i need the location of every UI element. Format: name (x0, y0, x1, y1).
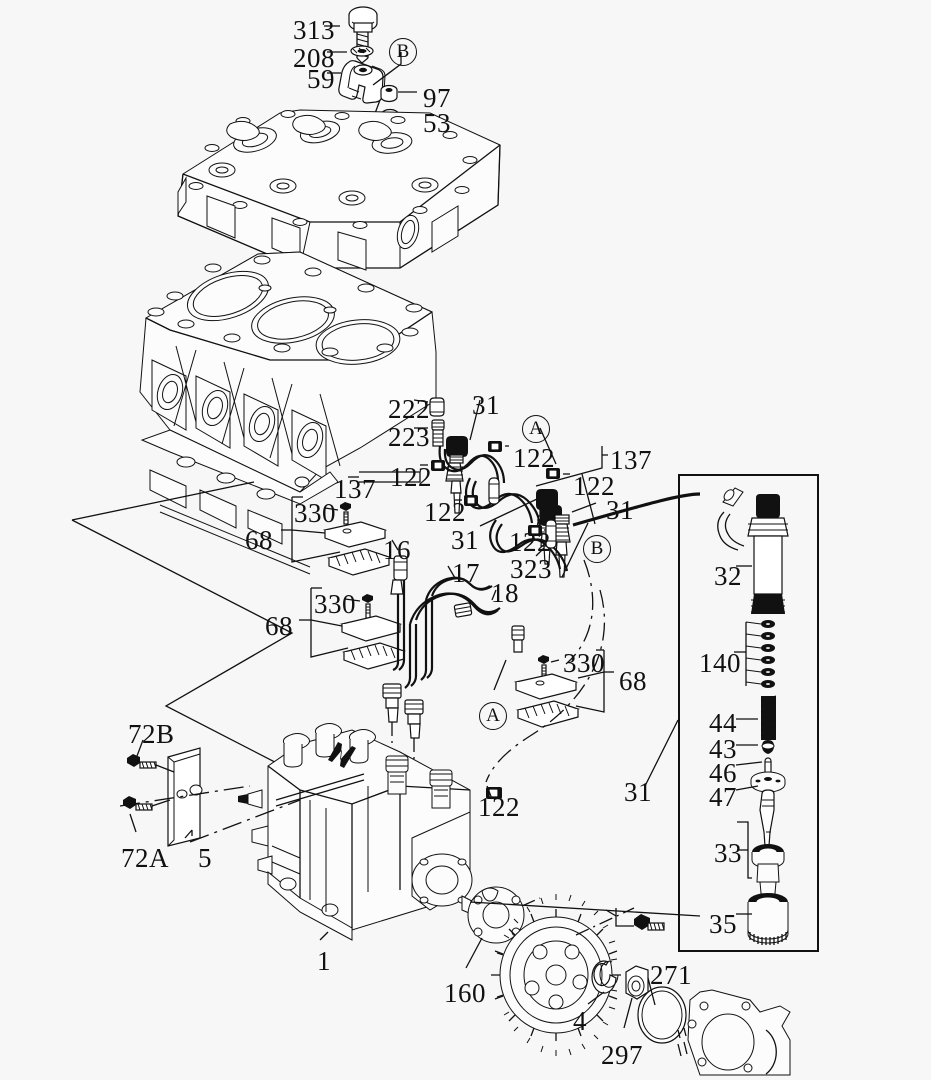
callout-122-e: 122 (509, 527, 551, 557)
callout-97: 97 (423, 83, 451, 113)
bushing-97-part (380, 84, 417, 103)
washer-208-part (327, 45, 374, 57)
section-marker-A-upper: A (522, 415, 550, 443)
seat-43 (761, 740, 775, 754)
callout-330-c: 330 (563, 648, 605, 678)
callout-313: 313 (293, 15, 335, 45)
bolt-72B-part (127, 739, 175, 773)
callout-297: 297 (601, 1040, 643, 1070)
callout-16: 16 (383, 535, 411, 565)
callout-72B: 72B (128, 719, 175, 749)
callout-68-a: 68 (245, 525, 273, 555)
fitting-222-part (413, 397, 445, 417)
distance-piece-47 (750, 771, 786, 793)
callout-53: 53 (423, 108, 451, 138)
clamp-122-parts (420, 441, 570, 800)
callout-330-a: 330 (294, 498, 336, 528)
callout-17: 17 (452, 558, 480, 588)
section-marker-A-lower: A (479, 702, 507, 730)
injection-pump-part (238, 723, 491, 941)
nozzle-holder-detail-art (644, 487, 789, 945)
callout-208: 208 (293, 43, 335, 73)
callout-137-a: 137 (334, 474, 376, 504)
callout-32: 32 (714, 561, 742, 591)
lock-washer-4-part (587, 960, 619, 1005)
callout-122-f: 122 (478, 792, 520, 822)
spring-44 (760, 695, 777, 740)
bracket-5-part (167, 747, 203, 847)
injection-pipe-16 (390, 539, 408, 672)
callout-271: 271 (650, 960, 692, 990)
callout-122-a: 122 (513, 443, 555, 473)
bolt-72A-part (123, 796, 171, 833)
cylinder-block-part (139, 251, 437, 575)
drive-gear-part (491, 894, 635, 1056)
callout-223: 223 (388, 422, 430, 452)
oring-271-part (637, 977, 687, 1044)
callout-68-c: 68 (619, 666, 647, 696)
gear-case-plate-part (677, 989, 791, 1076)
clamp-plate-set-middle (299, 587, 407, 670)
callout-222: 222 (388, 394, 430, 424)
callout-137-b: 137 (610, 445, 652, 475)
callout-68-b: 68 (265, 611, 293, 641)
callout-31-a: 31 (472, 390, 500, 420)
callout-59: 59 (307, 64, 335, 94)
callout-122-b: 122 (390, 462, 432, 492)
callout-140: 140 (699, 648, 741, 678)
nut-297-part (623, 965, 649, 1029)
callout-5: 5 (198, 843, 212, 873)
coupling-hub-160-part (465, 886, 541, 969)
callout-47: 47 (709, 782, 737, 812)
callout-160: 160 (444, 978, 486, 1008)
callout-122-d: 122 (424, 497, 466, 527)
injection-pipe-18 (404, 589, 525, 689)
callout-31-d: 31 (624, 777, 652, 807)
callout-323: 323 (510, 554, 552, 584)
callout-31-b: 31 (606, 495, 634, 525)
callout-33: 33 (714, 838, 742, 868)
callout-35: 35 (709, 909, 737, 939)
callout-44: 44 (709, 708, 737, 738)
callout-31-c: 31 (451, 525, 479, 555)
section-marker-B-top: B (389, 38, 417, 66)
pipe-lower-fittings (382, 683, 424, 778)
callout-122-c: 122 (573, 471, 615, 501)
callout-18: 18 (491, 578, 519, 608)
callout-1: 1 (317, 946, 331, 976)
callout-46: 46 (709, 758, 737, 788)
retaining-nut-35 (747, 893, 789, 945)
gear-bolt-part (605, 908, 665, 931)
callout-330-b: 330 (314, 589, 356, 619)
fitting-223-part (414, 419, 445, 447)
section-marker-B-lower: B (583, 535, 611, 563)
injection-pipe-17 (420, 565, 493, 681)
callout-43: 43 (709, 734, 737, 764)
cylinder-head-part (177, 109, 501, 271)
rocker-fork-59-part (327, 60, 386, 104)
clamp-plate-set-lower (513, 649, 614, 728)
callout-72A: 72A (121, 843, 169, 873)
nozzle-holder-detail-panel (678, 474, 819, 952)
clamp-plate-set-upper (281, 496, 392, 576)
callout-4: 4 (573, 1006, 587, 1036)
spacer-tubes (488, 477, 557, 557)
